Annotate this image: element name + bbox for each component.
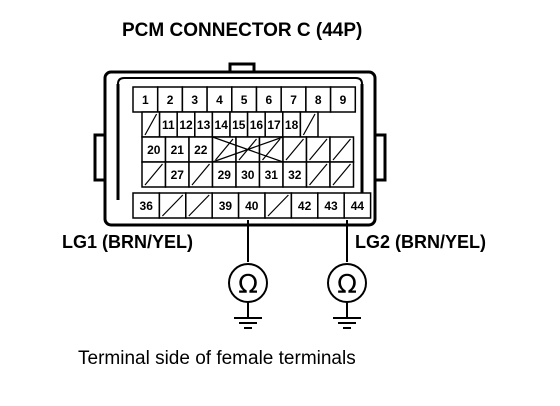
svg-text:27: 27 <box>171 168 185 182</box>
svg-text:2: 2 <box>167 93 174 107</box>
svg-text:13: 13 <box>197 118 211 132</box>
svg-text:21: 21 <box>171 143 185 157</box>
pin-blank <box>264 192 293 219</box>
svg-text:18: 18 <box>285 118 299 132</box>
svg-text:39: 39 <box>219 199 233 213</box>
svg-text:36: 36 <box>140 199 154 213</box>
pin-32: 32 <box>282 161 308 188</box>
svg-text:6: 6 <box>266 93 273 107</box>
pin-3: 3 <box>181 86 208 113</box>
svg-text:9: 9 <box>340 93 347 107</box>
pin-21: 21 <box>164 136 190 163</box>
ohm-meter-lg1-icon: Ω <box>238 270 258 300</box>
pin-43: 43 <box>317 192 345 219</box>
svg-text:11: 11 <box>162 118 175 132</box>
pin-1: 1 <box>132 86 159 113</box>
lead-label-lg1: LG1 (BRN/YEL) <box>62 232 194 252</box>
svg-text:17: 17 <box>267 118 281 132</box>
svg-text:3: 3 <box>191 93 198 107</box>
pin-blank <box>329 136 355 163</box>
pin-31: 31 <box>258 161 284 188</box>
pin-22: 22 <box>188 136 214 163</box>
pin-blank <box>305 161 331 188</box>
ohm-meter-lg2-icon: Ω <box>337 270 357 300</box>
svg-text:14: 14 <box>215 118 229 132</box>
svg-text:20: 20 <box>147 143 161 157</box>
lead-lg1-wire <box>228 220 268 329</box>
svg-text:16: 16 <box>250 118 264 132</box>
svg-text:5: 5 <box>241 93 248 107</box>
svg-text:31: 31 <box>265 168 279 182</box>
pin-blank <box>282 136 308 163</box>
pin-14: 14 <box>211 111 231 138</box>
svg-text:7: 7 <box>290 93 297 107</box>
pin-6: 6 <box>255 86 282 113</box>
pin-4: 4 <box>206 86 233 113</box>
pin-9: 9 <box>329 86 357 113</box>
svg-text:42: 42 <box>298 199 312 213</box>
svg-text:4: 4 <box>216 93 223 107</box>
pin-40: 40 <box>237 192 266 219</box>
svg-text:32: 32 <box>288 168 302 182</box>
svg-text:1: 1 <box>142 93 149 107</box>
svg-text:40: 40 <box>245 199 259 213</box>
pin-16: 16 <box>246 111 266 138</box>
pin-blank <box>299 111 319 138</box>
lead-lg2-wire <box>327 220 367 329</box>
pin-2: 2 <box>156 86 184 113</box>
connector-housing <box>93 62 387 227</box>
pin-5: 5 <box>231 86 258 113</box>
svg-text:8: 8 <box>315 93 322 107</box>
pin-39: 39 <box>211 192 240 219</box>
pin-blank <box>185 192 213 219</box>
pin-42: 42 <box>290 192 319 219</box>
pin-12: 12 <box>176 111 196 138</box>
pin-36: 36 <box>132 192 161 219</box>
pin-blank <box>305 136 331 163</box>
pin-17: 17 <box>264 111 284 138</box>
pin-29: 29 <box>211 161 237 188</box>
pin-20: 20 <box>141 136 167 163</box>
pin-blank <box>329 161 355 188</box>
diagram-title: PCM CONNECTOR C (44P) <box>122 20 363 41</box>
pin-blank <box>141 161 167 188</box>
pin-blank <box>158 192 187 219</box>
lead-label-lg2: LG2 (BRN/YEL) <box>355 232 487 252</box>
pin-blank <box>188 161 214 188</box>
pin-27: 27 <box>164 161 190 188</box>
pin-8: 8 <box>305 86 332 113</box>
pin-18: 18 <box>282 111 302 138</box>
pin-15: 15 <box>229 111 249 138</box>
pin-30: 30 <box>235 161 261 188</box>
svg-text:29: 29 <box>218 168 232 182</box>
svg-text:15: 15 <box>232 118 246 132</box>
pin-13: 13 <box>194 111 214 138</box>
svg-text:22: 22 <box>194 143 208 157</box>
pin-7: 7 <box>280 86 307 113</box>
pin-44: 44 <box>343 192 372 219</box>
svg-text:44: 44 <box>351 199 365 213</box>
svg-text:12: 12 <box>179 118 193 132</box>
pin-blank <box>141 111 161 138</box>
diagram-caption: Terminal side of female terminals <box>78 348 356 369</box>
pin-11: 11 <box>158 111 178 138</box>
svg-text:43: 43 <box>324 199 338 213</box>
svg-text:30: 30 <box>241 168 255 182</box>
